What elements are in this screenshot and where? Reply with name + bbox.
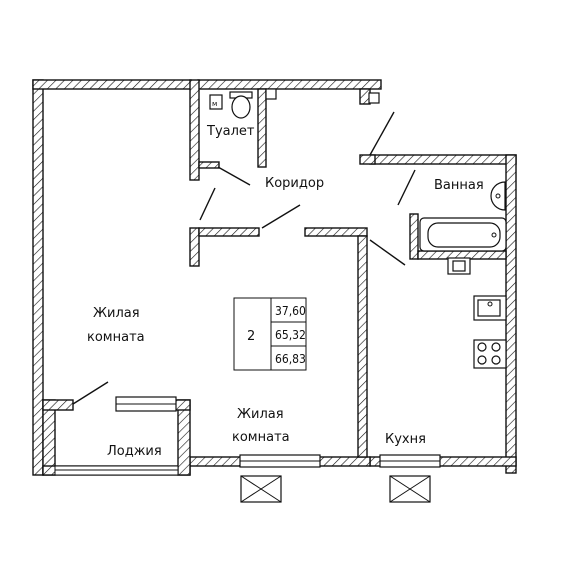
bathroom-sink	[490, 181, 506, 211]
ac-unit-left	[240, 475, 282, 503]
room-label-corridor: Коридор	[265, 176, 324, 191]
room-label-living2-line1: Жилая	[237, 407, 284, 422]
door-living2	[261, 204, 301, 229]
room-label-living2-line2: комната	[232, 430, 290, 445]
area-table: 2 37,60 65,32 66,83	[233, 297, 307, 371]
wall-toilet-right	[257, 88, 267, 168]
total-area-with-loggia: 66,83	[275, 352, 306, 366]
wall-top-bath	[369, 154, 517, 165]
door-living1	[199, 187, 216, 221]
window-kitchen	[379, 454, 441, 468]
wall-living1-right	[189, 227, 200, 267]
room-label-loggia: Лоджия	[107, 444, 162, 459]
ac-unit-right	[389, 475, 431, 503]
window-living1	[115, 396, 177, 412]
utility-shaft-2	[368, 92, 380, 104]
door-kitchen	[369, 239, 406, 266]
kitchen-sink	[473, 295, 507, 321]
wall-top-right	[197, 79, 382, 90]
loggia-wall-right	[177, 399, 191, 476]
wall-top-left	[32, 79, 192, 90]
window-loggia	[54, 465, 179, 476]
washing-machine	[447, 257, 471, 275]
door-toilet	[217, 166, 251, 186]
room-label-living1-line2: комната	[87, 330, 145, 345]
kitchen-stove	[473, 339, 507, 369]
wall-left	[32, 79, 44, 476]
toilet-fixture	[209, 91, 253, 119]
room-label-bathroom: Ванная	[434, 178, 484, 193]
room-label-living1-line1: Жилая	[93, 306, 140, 321]
loggia-wall-left	[42, 399, 56, 476]
door-bath	[397, 169, 416, 206]
total-area: 65,32	[275, 328, 306, 342]
door-loggia	[72, 381, 109, 405]
wall-right	[505, 154, 517, 474]
rooms-count: 2	[247, 329, 255, 344]
room-label-toilet: Туалет	[206, 124, 255, 139]
window-living2	[239, 454, 321, 468]
wall-bath-left	[409, 213, 419, 260]
door-entrance	[369, 111, 395, 156]
living-area: 37,60	[275, 304, 306, 318]
wall-bath-corner	[359, 154, 376, 165]
wall-living2-right	[357, 235, 368, 458]
room-label-kitchen: Кухня	[385, 432, 426, 447]
wall-living2-top-right	[304, 227, 368, 237]
bathtub	[419, 217, 507, 252]
wall-living1-bottom	[42, 399, 74, 411]
wall-toilet-bottom	[198, 161, 220, 169]
utility-shaft	[265, 88, 277, 100]
toilet-marker: м	[212, 100, 217, 108]
wall-living2-top-left	[198, 227, 260, 237]
wall-toilet-left	[189, 79, 200, 181]
